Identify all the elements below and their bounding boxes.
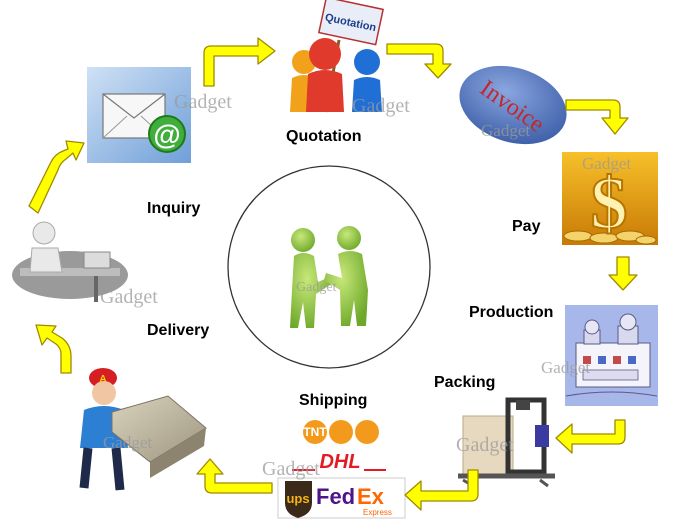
- svg-text:$: $: [591, 163, 628, 245]
- packing-machine-image: [458, 397, 555, 488]
- arrow-inquiry-to-quotation: [203, 37, 276, 87]
- watermark: Gadget: [481, 121, 531, 140]
- arrow-shipping-to-delivery: [196, 458, 273, 494]
- svg-text:Express: Express: [363, 508, 392, 517]
- center-circle: [227, 165, 431, 369]
- arrow-invoice-to-pay: [565, 99, 629, 135]
- svg-text:TNT: TNT: [303, 425, 327, 439]
- svg-text:DHL: DHL: [319, 451, 360, 473]
- pay-dollar-image: $: [562, 152, 658, 246]
- tnt-logo: TNT: [303, 420, 379, 444]
- watermark: Gadget: [541, 358, 591, 377]
- arrow-quotation-to-invoice: [386, 43, 452, 79]
- person-at-desk-image: [12, 221, 128, 302]
- ups-fedex-logo: ups Fed Ex Express: [277, 477, 406, 519]
- watermark: Gadget: [582, 154, 632, 173]
- pay-label: Pay: [512, 218, 541, 235]
- watermark: Gadget: [352, 95, 410, 117]
- quotation-people-image: [290, 0, 384, 113]
- watermark: Gadget: [174, 91, 232, 113]
- flow-arrows: [28, 37, 638, 511]
- inquiry-label: Inquiry: [147, 200, 201, 217]
- svg-text:Ex: Ex: [357, 484, 385, 509]
- svg-text:@: @: [153, 119, 180, 150]
- production-label: Production: [469, 304, 554, 321]
- invoice-oval-image: [459, 65, 567, 145]
- inquiry-email-image: @: [87, 67, 191, 163]
- arrow-production-to-packing: [555, 419, 626, 454]
- quotation-label: Quotation: [286, 128, 362, 145]
- svg-text:ups: ups: [286, 491, 309, 506]
- watermark: Gadget: [296, 280, 337, 295]
- packing-label: Packing: [434, 374, 496, 391]
- svg-text:Fed: Fed: [316, 484, 355, 509]
- watermark: Gadget: [456, 434, 514, 456]
- arrow-delivery-to-person: [35, 324, 72, 374]
- shipping-label: Shipping: [299, 392, 368, 409]
- production-factory-image: [565, 305, 658, 406]
- handshake-icon: [290, 226, 368, 328]
- arrow-person-to-inquiry: [28, 140, 85, 214]
- watermark: Gadget: [262, 458, 320, 480]
- svg-text:A: A: [99, 374, 106, 385]
- arrow-pay-to-production: [608, 256, 638, 291]
- arrow-packing-to-shipping: [404, 469, 479, 511]
- watermark: Gadget: [100, 286, 158, 308]
- dhl-logo: DHL: [292, 451, 386, 473]
- delivery-courier-image: A: [79, 368, 207, 491]
- watermark: Gadget: [103, 433, 153, 452]
- delivery-label: Delivery: [147, 322, 210, 339]
